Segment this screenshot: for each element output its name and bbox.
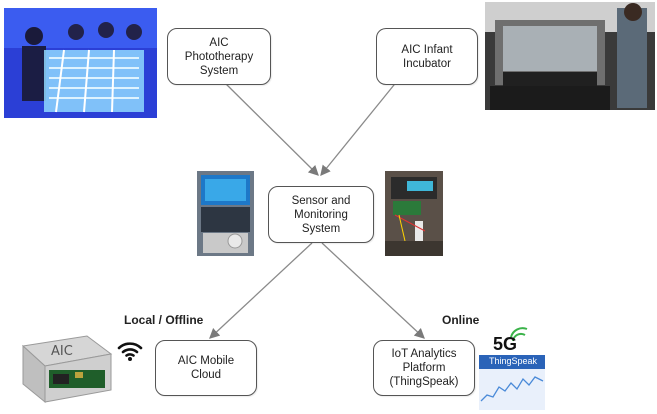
wifi-icon bbox=[117, 342, 143, 361]
thingspeak-logo-text: ThingSpeak bbox=[489, 356, 538, 366]
arrow-incubator-to-sensor bbox=[320, 79, 399, 177]
online-label: Online bbox=[442, 313, 480, 327]
arrow-sensor-to-iot bbox=[321, 242, 425, 339]
aic-device-photo: AIC bbox=[15, 328, 115, 406]
thingspeak-graphic: 5G ThingSpeak bbox=[477, 325, 547, 410]
phototherapy-photo bbox=[4, 8, 157, 118]
phototherapy-system-node: AIC Phototherapy System bbox=[167, 28, 271, 85]
incubator-photo bbox=[485, 2, 655, 110]
arrow-sensor-to-mobile-cloud bbox=[209, 242, 313, 339]
aic-device-label: AIC bbox=[51, 344, 73, 359]
sensor-device-photo-left bbox=[197, 171, 254, 256]
fiveg-label: 5G bbox=[493, 334, 518, 354]
sensor-device-photo-right bbox=[385, 171, 443, 256]
iot-analytics-node: IoT Analytics Platform (ThingSpeak) bbox=[373, 340, 475, 396]
infant-incubator-node: AIC Infant Incubator bbox=[376, 28, 478, 85]
arrow-phototherapy-to-sensor bbox=[221, 79, 319, 176]
sensor-monitoring-node: Sensor and Monitoring System bbox=[268, 186, 374, 243]
local-offline-label: Local / Offline bbox=[124, 313, 204, 327]
mobile-cloud-node: AIC Mobile Cloud bbox=[155, 340, 257, 396]
